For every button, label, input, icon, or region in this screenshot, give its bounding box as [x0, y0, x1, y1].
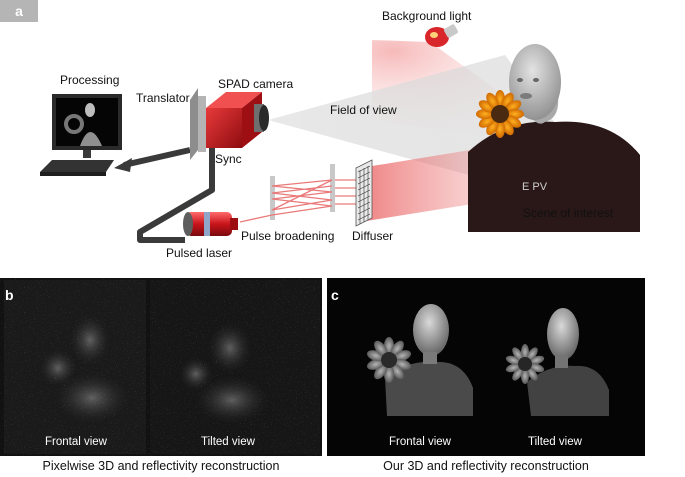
field-of-view-label: Field of view [330, 103, 397, 117]
panel-b-tilted-view-label: Tilted view [201, 436, 255, 448]
panel-c-caption: Our 3D and reflectivity reconstruction [383, 459, 589, 473]
panel-c-frontal-view-label: Frontal view [389, 436, 451, 448]
shirt-text: E PV [522, 181, 548, 193]
panel-b-image [0, 278, 322, 456]
processing-arrow [114, 158, 132, 172]
panel-c-image [327, 278, 645, 456]
panel-b-tag: b [5, 287, 14, 303]
sunflower-icon [476, 90, 524, 138]
translator-icon [190, 88, 206, 160]
scene-of-interest-label: Scene of interest [523, 206, 614, 220]
pulsed-laser-label: Pulsed laser [166, 246, 233, 260]
sync-label: Sync [215, 152, 242, 166]
panel-c-tag: c [331, 287, 339, 303]
panel-a-diagram: E PV [40, 24, 640, 243]
panel-c-tilted-render [505, 308, 609, 416]
diffuser-label: Diffuser [352, 229, 394, 243]
computer-monitor-icon [40, 94, 122, 176]
panel-c-frontal-render [366, 304, 473, 416]
background-light-label: Background light [382, 9, 472, 23]
processing-label: Processing [60, 73, 120, 87]
light-bulb-icon [425, 24, 458, 47]
spad-camera-icon [206, 92, 269, 148]
sync-cable [137, 140, 215, 243]
pulse-broadening-label: Pulse broadening [241, 229, 335, 243]
translator-label: Translator [136, 91, 190, 105]
pulse-broadening-optics [239, 164, 360, 223]
spad-camera-label: SPAD camera [218, 77, 294, 91]
panel-b-caption: Pixelwise 3D and reflectivity reconstruc… [42, 459, 280, 473]
pulsed-laser-icon [183, 212, 238, 236]
panel-b-frontal-view-label: Frontal view [45, 436, 107, 448]
processing-cable [123, 147, 191, 168]
panel-c-tilted-view-label: Tilted view [528, 436, 582, 448]
mannequin-scene: E PV [468, 44, 640, 232]
diffuser-icon [355, 159, 373, 227]
panel-a-tag: a [0, 0, 38, 22]
